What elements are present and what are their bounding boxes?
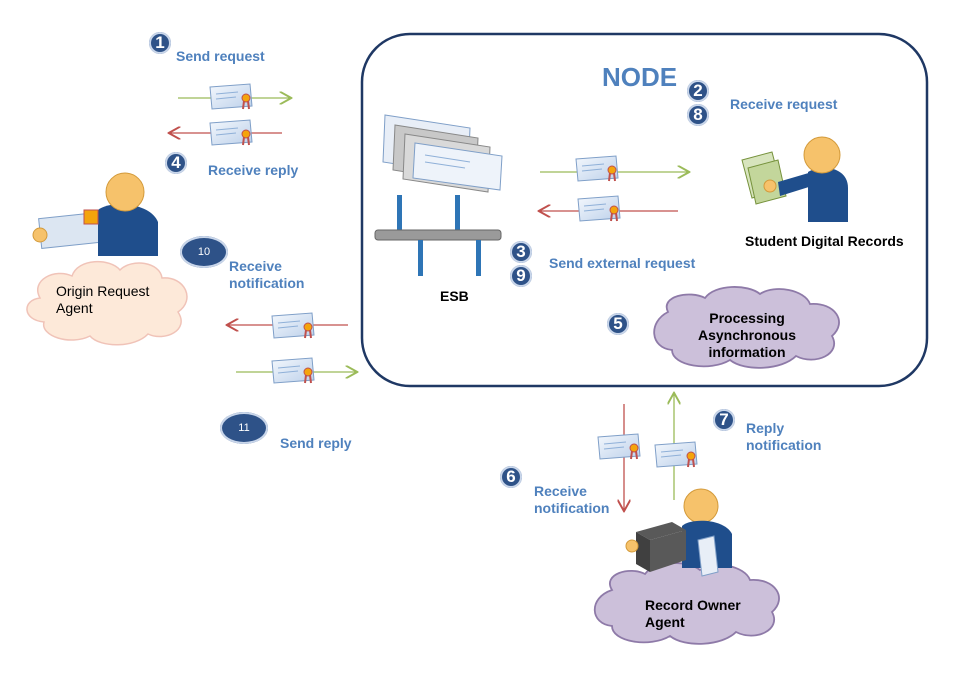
- step-badge-9: 9: [510, 265, 532, 287]
- label-esb: ESB: [440, 288, 469, 304]
- label-receive-notification: Receive notification: [229, 258, 305, 291]
- step-badge-7: 7: [713, 409, 735, 431]
- step-badge-3: 3: [510, 241, 532, 263]
- origin-agent-cloud: [26, 260, 188, 346]
- step-badge-11: 11: [220, 412, 268, 444]
- label-student-digital-records: Student Digital Records: [745, 233, 904, 249]
- step-badge-10: 10: [180, 236, 228, 268]
- step-badge-4: 4: [165, 152, 187, 174]
- certificate-document-icon: [209, 83, 253, 110]
- step-badge-8: 8: [687, 104, 709, 126]
- certificate-document-icon: [654, 441, 698, 468]
- step-badge-6: 6: [500, 466, 522, 488]
- label-processing-asynchronous: Processing Asynchronous information: [698, 310, 797, 360]
- person-icon: [32, 172, 158, 256]
- label-receive-request: Receive request: [730, 96, 838, 112]
- certificate-document-icon: [577, 195, 621, 222]
- certificate-document-icon: [597, 433, 641, 460]
- processing-cloud: [653, 286, 840, 369]
- certificate-document-icon: [575, 155, 619, 182]
- person-icon: [682, 488, 732, 577]
- label-send-reply: Send reply: [280, 435, 352, 451]
- label-send-request: Send request: [176, 48, 265, 64]
- label-reply-notification: Reply notification: [746, 420, 822, 453]
- certificate-document-icon: [209, 119, 253, 146]
- certificate-document-icon: [271, 357, 315, 384]
- step-badge-1: 1: [149, 32, 171, 54]
- box-icon: [625, 522, 686, 572]
- label-receive-reply: Receive reply: [208, 162, 299, 178]
- label-record-owner-agent: Record Owner Agent: [645, 597, 741, 630]
- label-origin-request-agent: Origin Request Agent: [56, 283, 150, 316]
- step-badge-2: 2: [687, 80, 709, 102]
- label-send-external-request: Send external request: [549, 255, 696, 271]
- certificate-document-icon: [271, 312, 315, 339]
- person-icon: [741, 136, 848, 222]
- node-title: NODE: [602, 62, 678, 92]
- label-receive-notification-bottom: Receive notification: [534, 483, 610, 516]
- step-badge-5: 5: [607, 313, 629, 335]
- server-stack-icon: [374, 114, 503, 276]
